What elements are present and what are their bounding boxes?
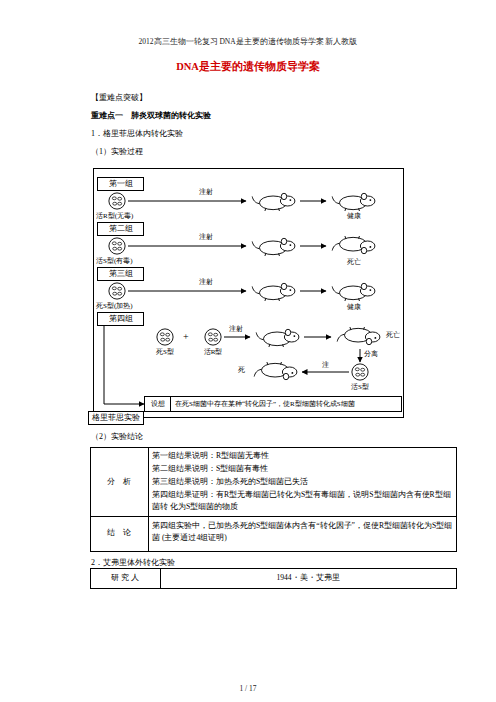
node-text: 格里菲思实验 — [88, 411, 144, 425]
mouse — [252, 283, 295, 301]
step-heading: （2）实验结论 — [91, 430, 143, 443]
outcome-label: 死亡 — [386, 330, 400, 341]
dish-caption: 死S型 — [153, 347, 177, 358]
arrow-label: 分离 — [364, 349, 378, 360]
outcome-label: 死亡 — [347, 257, 361, 268]
page-number: 1 / 17 — [0, 683, 496, 695]
culture-dish — [109, 283, 125, 299]
dish-caption: 活S型 — [348, 382, 372, 393]
outcome-label: 健康 — [347, 302, 361, 313]
arrow-label: 注射 — [199, 277, 213, 288]
inject-arrow — [128, 246, 246, 247]
subsection-heading: 1．格里菲思体内转化实验 — [91, 127, 183, 140]
inject-arrow — [224, 337, 250, 338]
outcome-label: 健康 — [347, 211, 361, 222]
table-cell: 第四组结果证明：有R型无毒细菌已转化为S型有毒细菌，说明S型细菌内含有使R型细菌… — [152, 489, 454, 513]
inject-arrow — [302, 372, 349, 373]
table-rule — [91, 516, 457, 517]
separate-arrow — [360, 349, 361, 362]
group-box: 第一组 — [97, 177, 144, 191]
arrow-label: 注 — [322, 360, 329, 371]
node-text: 第一组 — [98, 178, 143, 190]
node-text: 第二组 — [98, 223, 143, 235]
hypothesis-tag: 设想 — [145, 397, 171, 411]
dead-mouse — [337, 327, 380, 345]
table-cell: 第四组实验中，已加热杀死的S型细菌体内含有“转化因子”，促使R型细菌转化为S型细… — [152, 520, 454, 544]
culture-dish — [205, 329, 221, 345]
inject-arrow — [128, 201, 246, 202]
table-cell: 研 究 人 — [90, 572, 160, 584]
connector-arrow — [104, 326, 144, 404]
table-border — [91, 448, 457, 552]
table-rule — [160, 569, 161, 589]
table-cell: 第三组结果说明：加热杀死的S型细菌已失活 — [152, 476, 454, 488]
mouse — [252, 238, 295, 256]
table-cell: 第二组结果说明：S型细菌有毒性 — [152, 463, 454, 475]
culture-dish — [109, 193, 125, 209]
arrow-label: 注射 — [229, 324, 243, 335]
mouse — [256, 329, 299, 347]
dead-mouse — [254, 362, 297, 380]
group-box: 第四组 — [97, 312, 144, 326]
result-arrow — [300, 246, 326, 247]
culture-dish — [157, 329, 173, 345]
table-cell: 第一组结果说明：R型细菌无毒性 — [152, 450, 454, 462]
dead-mouse — [332, 236, 375, 254]
result-arrow — [304, 337, 331, 338]
table-cell: 结 论 — [90, 527, 148, 539]
page-header: 2012高三生物一轮复习 DNA是主要的遗传物质导学案 新人教版 — [0, 36, 496, 48]
mouse — [332, 193, 375, 211]
dish-caption: 死S型(加热) — [96, 301, 133, 312]
subsection-heading: 2．艾弗里体外转化实验 — [91, 556, 175, 569]
mouse — [252, 193, 295, 211]
result-arrow — [300, 201, 326, 202]
dish-caption: 活S型(有毒) — [96, 256, 133, 267]
node-text: 第三组 — [98, 268, 143, 280]
step-heading: （1）实验过程 — [91, 145, 143, 158]
table-rule — [148, 448, 149, 552]
table-cell: 分 析 — [90, 476, 148, 488]
experiment-frame: 格里菲思实验第一组第二组第三组第四组设想在死S细菌中存在某种“转化因子”，使R型… — [93, 168, 404, 418]
node-text: 第四组 — [98, 313, 143, 325]
culture-dish — [109, 238, 125, 254]
section-heading: 重难点一 肺炎双球菌的转化实验 — [91, 109, 211, 122]
outcome-label: 死 — [238, 365, 245, 376]
group-box: 第三组 — [97, 267, 144, 281]
table-cell: 1944・美・艾弗里 — [160, 572, 456, 584]
hypothesis-box: 设想在死S细菌中存在某种“转化因子”，使R型细菌转化成S细菌 — [144, 396, 402, 412]
culture-dish — [352, 364, 368, 380]
arrow-label: 注射 — [199, 187, 213, 198]
page-title: DNA是主要的遗传物质导学案 — [0, 59, 496, 74]
plus-sign: + — [183, 329, 189, 345]
table-border — [91, 569, 457, 589]
node-text: 在死S细菌中存在某种“转化因子”，使R型细菌转化成S细菌 — [175, 397, 355, 411]
section-heading: 【重难点突破】 — [91, 91, 147, 104]
result-arrow — [300, 291, 326, 292]
group-box: 第二组 — [97, 222, 144, 236]
inject-arrow — [128, 291, 246, 292]
arrow-label: 注射 — [199, 232, 213, 243]
mouse — [332, 283, 375, 301]
dish-caption: 活R型(无毒) — [96, 211, 133, 222]
dish-caption: 活R型 — [201, 347, 225, 358]
